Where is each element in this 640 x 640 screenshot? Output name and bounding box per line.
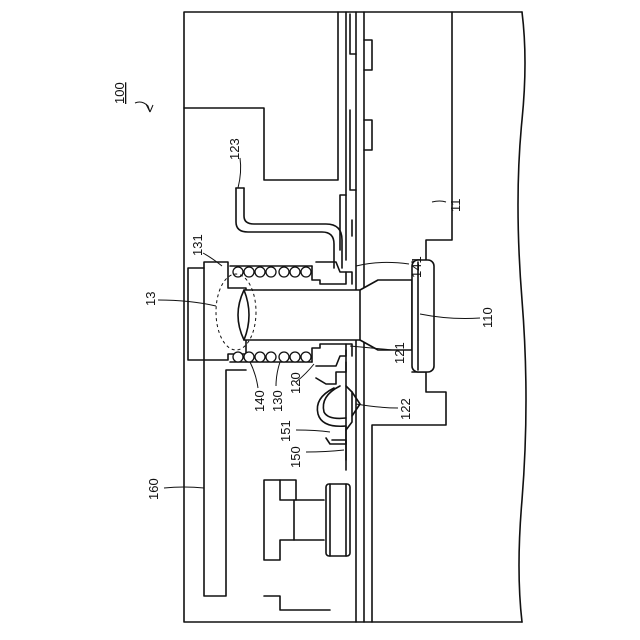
wire-123 (236, 188, 342, 268)
label-part-150: 150 (288, 446, 303, 468)
label-detail-13: 13 (143, 292, 158, 306)
label-part-140: 140 (252, 390, 267, 412)
lower-block-150 (264, 440, 350, 610)
label-part-122: 122 (398, 398, 413, 420)
label-assembly-100: 100 (112, 82, 127, 104)
label-part-151: 151 (278, 420, 293, 442)
label-shaft-110: 110 (480, 307, 495, 328)
label-part-120: 120 (288, 372, 303, 394)
label-part-121: 121 (392, 342, 407, 364)
label-spring-130: 130 (270, 390, 285, 412)
clip-122 (316, 362, 360, 444)
label-part-131: 131 (190, 234, 205, 256)
label-housing-11: 11 (448, 199, 463, 213)
label-part-141: 141 (409, 256, 424, 278)
label-part-123: 123 (227, 138, 242, 160)
label-part-160: 160 (146, 478, 161, 500)
